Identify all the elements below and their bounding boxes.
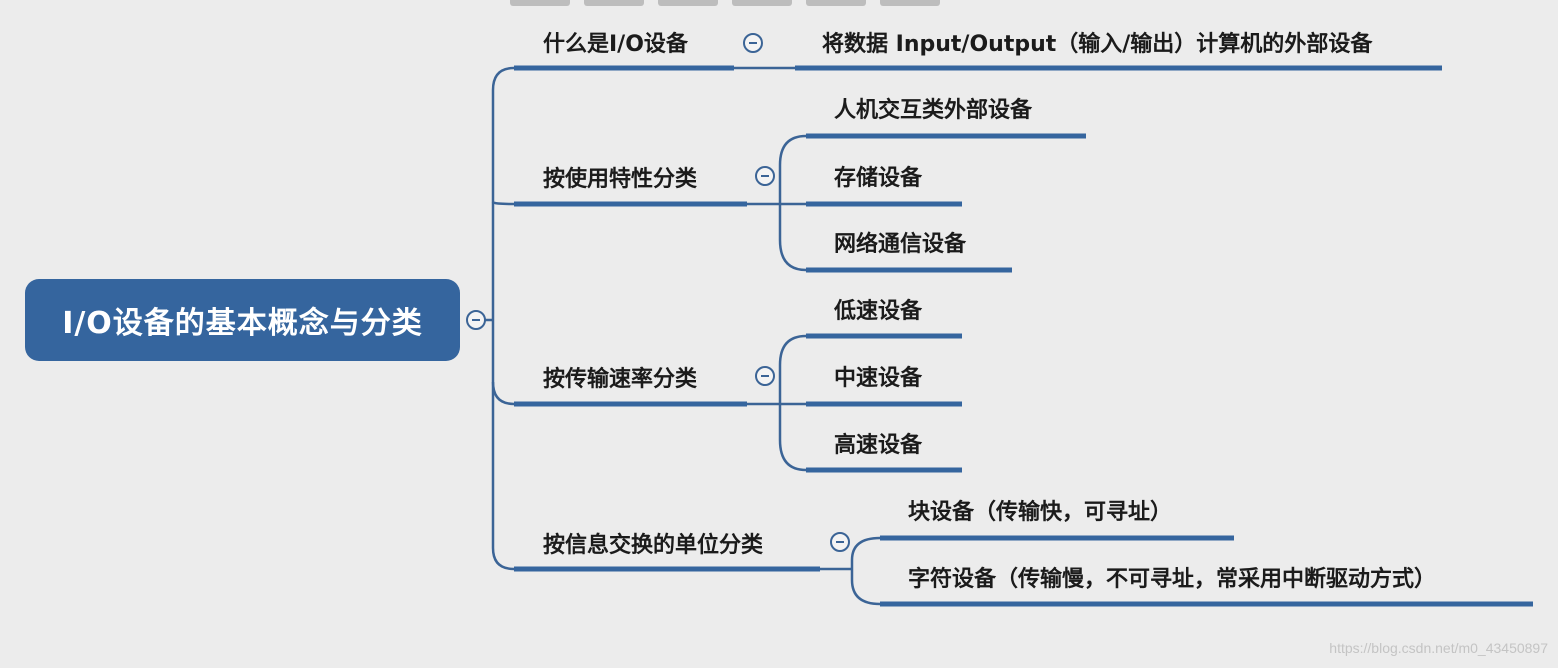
toolbar-tab [658,0,718,6]
collapse-icon[interactable] [830,532,850,552]
child-connector [778,134,807,272]
leaf-topic[interactable]: 网络通信设备 [834,232,967,257]
leaf-topic[interactable]: 低速设备 [834,299,923,324]
collapse-icon[interactable] [743,33,763,53]
branch-connector [491,201,515,206]
leaf-topic[interactable]: 中速设备 [834,366,923,391]
child-connector [778,334,807,472]
leaf-topic[interactable]: 块设备（传输快，可寻址） [908,500,1173,525]
collapse-icon[interactable] [755,366,775,386]
toolbar-tab [806,0,866,6]
collapse-icon[interactable] [755,166,775,186]
leaf-topic[interactable]: 将数据 Input/Output（输入/输出）计算机的外部设备 [822,32,1373,57]
collapse-icon[interactable] [466,310,486,330]
branch-connector [491,381,515,406]
watermark: https://blog.csdn.net/m0_43450897 [1329,640,1548,656]
leaf-topic[interactable]: 字符设备（传输慢，不可寻址，常采用中断驱动方式） [908,567,1437,592]
branch-topic[interactable]: 按传输速率分类 [543,367,698,392]
branch-topic[interactable]: 按信息交换的单位分类 [543,533,764,558]
child-connector [850,536,881,606]
toolbar-tab [880,0,940,6]
toolbar-tab [510,0,570,6]
root-topic[interactable]: I/O设备的基本概念与分类 [25,279,460,361]
branch-topic[interactable]: 什么是I/O设备 [543,32,688,57]
toolbar-tab [584,0,644,6]
toolbar-tab [732,0,792,6]
window-top-strip [510,0,940,6]
leaf-topic[interactable]: 人机交互类外部设备 [834,98,1033,123]
leaf-topic[interactable]: 存储设备 [834,166,923,191]
leaf-topic[interactable]: 高速设备 [834,433,923,458]
branch-topic[interactable]: 按使用特性分类 [543,167,698,192]
root-topic-label: I/O设备的基本概念与分类 [62,306,423,341]
branch-trunk [491,66,515,571]
